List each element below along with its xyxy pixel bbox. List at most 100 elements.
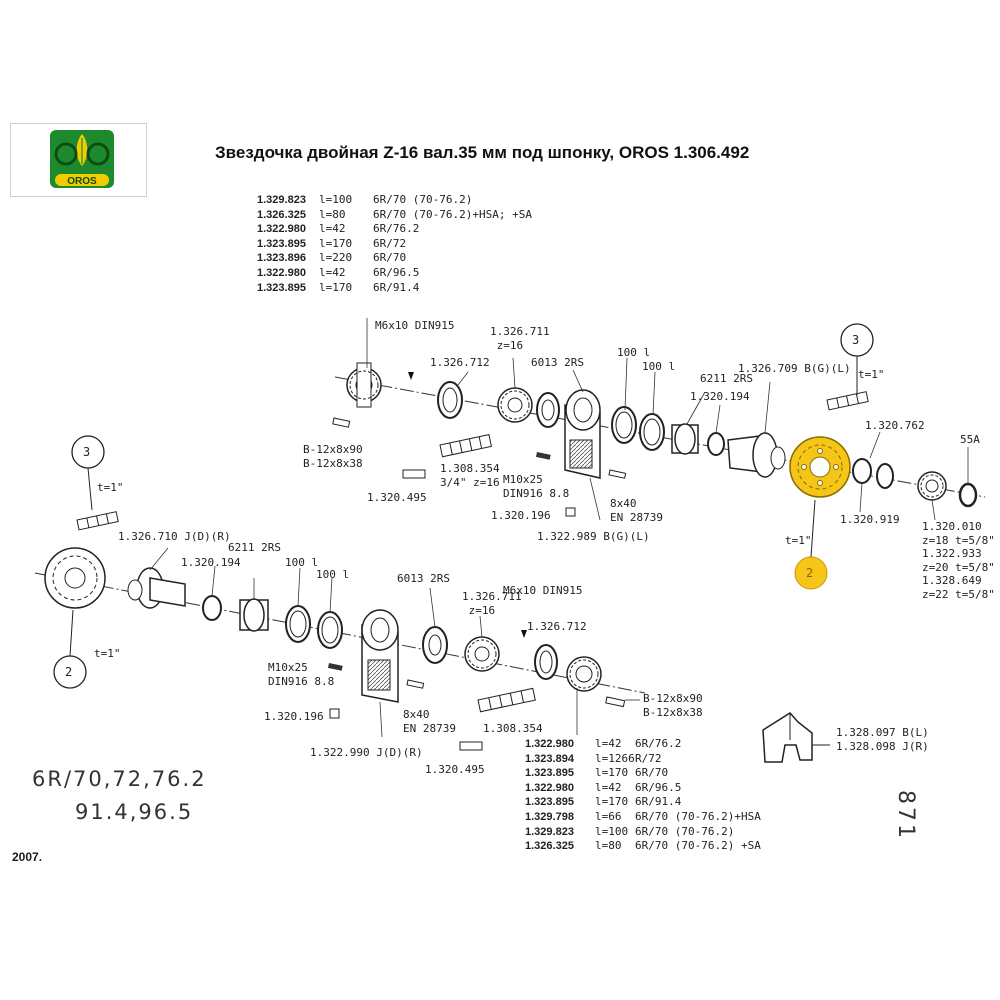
label-55a: 55A [960,433,980,446]
label-1326711-top: 1.326.711 z=16 [490,325,550,352]
label-1320495-bot: 1.320.495 [425,763,485,776]
models-line-1: 6R/70,72,76.2 [32,767,207,791]
bottom-table-part: 1.326.325 [525,840,574,853]
bottom-table-part: 1.329.798 [525,810,574,823]
lower-key-b12 [605,696,626,708]
top-table-part: 1.322.980 [257,223,306,236]
label-1322989: 1.322.989 B(G)(L) [537,530,650,543]
page-number: 871 [893,790,918,841]
lower-bearing-6211 [239,598,269,632]
right-chain-t1 [826,391,869,411]
top-table-part: 1.323.895 [257,237,306,250]
label-100l-c: 100 l [285,556,319,569]
top-table-len: l=170 [319,280,353,294]
label-1320196-bot: 1.320.196 [264,710,324,723]
top-table-len: l=42 [319,222,346,236]
logo-text: OROS [67,176,97,187]
top-table-spec: 6R/72 [373,236,407,250]
label-1326711-bot: 1.326.711 z=16 [462,590,522,617]
oros-logo: OROS [10,123,147,197]
bottom-table-part: 1.322.980 [525,738,574,750]
label-1322990: 1.322.990 J(D)(R) [310,746,423,759]
bottom-table-part: 1.329.823 [525,825,574,838]
bottom-table-len: l=100 [595,824,629,838]
top-table-len: l=80 [319,207,346,221]
upper-spacer-1320919 [852,458,872,484]
label-1320762: 1.320.762 [865,419,925,432]
bottom-table-spec: 6R/96.5 [635,780,682,794]
label-circle-2-left: 2 [65,665,73,679]
upper-hub-1326709 [727,432,786,478]
top-table-row: 1.329.823 l=100 6R/70 (70-76.2) [257,193,532,208]
label-t1-right-top: t=1" [858,368,885,381]
top-table-spec: 6R/70 [373,251,407,265]
bottom-table-part: 1.323.894 [525,752,574,765]
upper-set-screw-icon [408,372,414,380]
lower-nut-1320196 [329,708,340,719]
top-table-len: l=42 [319,265,346,279]
label-circle-2-right: 2 [806,566,814,580]
label-6211-top: 6211 2RS [700,372,753,385]
top-table-part: 1.323.896 [257,252,306,265]
top-table-row: 1.322.980 l=42 6R/76.2 [257,222,532,237]
lower-seal-100-d [317,611,343,649]
label-m6x10-top: M6x10 DIN915 [375,319,455,332]
lower-collar-1326712 [534,644,558,680]
top-table-row: 1.326.325 l=80 6R/70 (70-76.2)+HSA; +SA [257,208,532,223]
highlighted-double-sprocket [789,436,851,498]
label-circle-3-left: 3 [83,445,91,459]
upper-bearing-housing [564,389,601,479]
top-table-spec: 6R/96.5 [373,265,420,279]
bottom-table-spec: R/72 [635,751,662,765]
bottom-table-part: 1.322.980 [525,781,574,794]
label-circle-3-right: 3 [852,333,860,347]
logo-gear-right-icon [86,142,110,166]
top-table-spec: 6R/70 (70-76.2)+HSA; +SA [373,207,532,221]
top-table-part: 1.326.325 [257,208,306,221]
label-100l-b: 100 l [642,360,676,373]
upper-stud-m10 [535,452,551,460]
lower-stud-m10 [327,663,343,671]
label-1320196-top: 1.320.196 [491,509,551,522]
lower-set-screw-icon [521,630,527,638]
leader-lines [149,318,969,738]
top-table-len: l=170 [319,236,353,250]
top-table-spec: 6R/76.2 [373,222,420,236]
bottom-table-spec: 6R/91.4 [635,795,682,809]
label-1320194-top: 1.320.194 [690,390,750,403]
upper-chain-1308354 [439,434,492,458]
label-1308354-top: 1.308.354 3/4" z=16 [440,462,500,489]
upper-collar-1326712 [437,381,463,419]
upper-key-b12 [332,417,351,428]
label-1320194-bot: 1.320.194 [181,556,241,569]
bottom-table-spec: 6R/70 (70-76.2) +SA [635,839,761,853]
bracket-1328097 [762,712,830,763]
upper-small-sprocket [917,471,947,501]
top-table-part: 1.329.823 [257,194,306,206]
top-table-len: l=100 [319,193,353,206]
bottom-table-part: 1.323.895 [525,767,574,780]
bottom-table-len: l=170 [595,795,629,809]
upper-spacer-1320762 [876,463,894,489]
label-8x40-bot: 8x40 EN 28739 [403,708,456,735]
upper-double-sprocket [346,362,382,408]
upper-pin-8x40 [608,469,627,479]
bottom-table-row: 1.326.325 l=80 6R/70 (70-76.2) +SA [525,839,761,854]
label-6211-bot: 6211 2RS [228,541,281,554]
bottom-table-spec: 6R/76.2 [635,737,682,750]
label-m6x10-bot: M6x10 DIN915 [503,584,583,597]
top-table-len: l=220 [319,251,353,265]
label-1326712-top: 1.326.712 [430,356,490,369]
label-m10-top: M10x25 DIN916 8.8 [503,473,570,500]
lower-chain-1308354 [477,687,536,713]
top-table-spec: 6R/70 (70-76.2) [373,193,473,206]
upper-chain-link-1320495 [402,469,426,479]
bottom-table-len: l=80 [595,839,622,853]
